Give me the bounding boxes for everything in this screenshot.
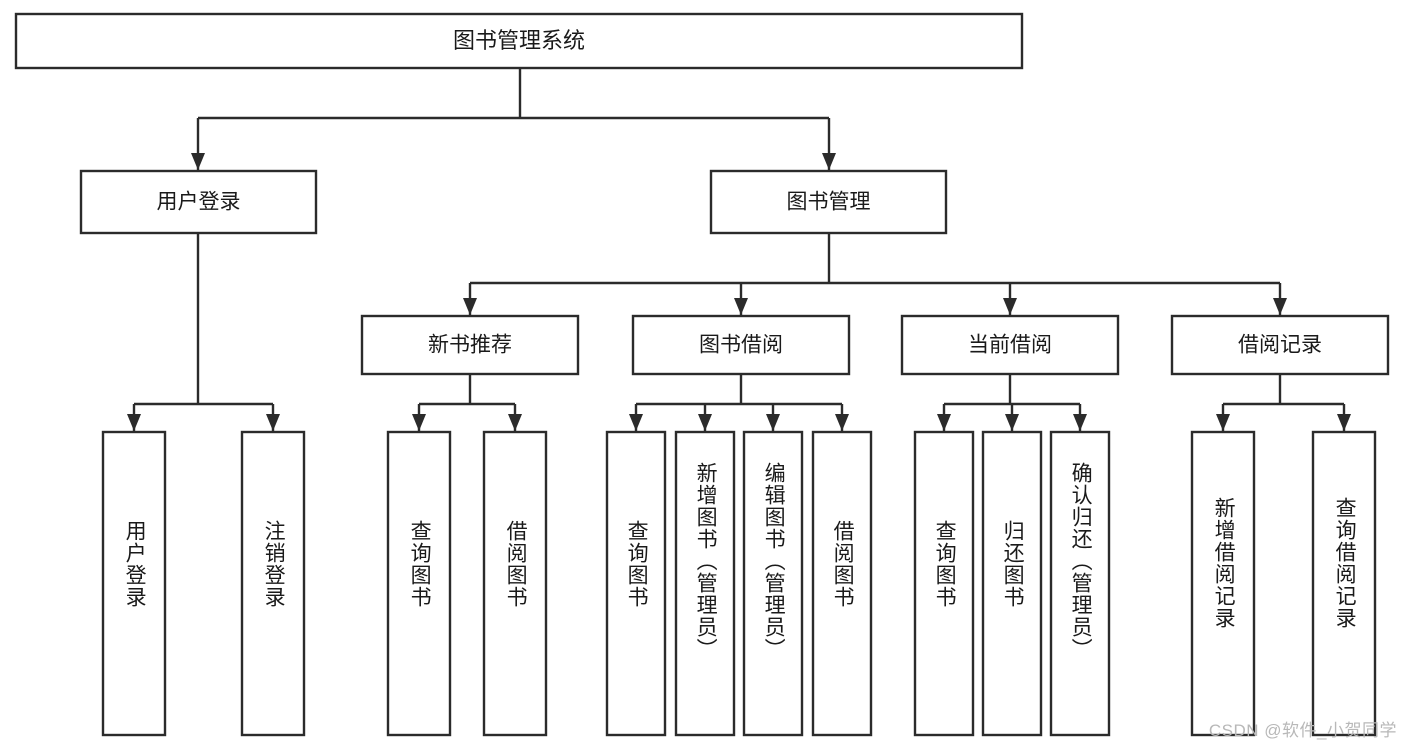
arrow-head-icon [698, 414, 712, 431]
arrow-head-icon [1005, 414, 1019, 431]
arrow-head-icon [734, 298, 748, 315]
arrow-head-icon [1273, 298, 1287, 315]
level3-node-label: 当前借阅 [968, 334, 1052, 357]
root-node-label: 图书管理系统 [453, 28, 585, 53]
level2-node-box[interactable] [79, 169, 318, 235]
arrow-head-icon [1073, 414, 1087, 431]
level3-node-label: 新书推荐 [428, 334, 512, 357]
level2-node-label: 图书管理 [787, 191, 871, 214]
level2-node-label: 用户登录 [157, 191, 241, 214]
leaf-node-box[interactable] [742, 430, 804, 737]
arrow-head-icon [1337, 414, 1351, 431]
leaf-node-box[interactable] [101, 430, 167, 737]
leaf-node-box[interactable] [605, 430, 667, 737]
arrow-head-icon [1216, 414, 1230, 431]
leaf-node-box[interactable] [386, 430, 452, 737]
arrow-head-icon [508, 414, 522, 431]
level3-node-box[interactable] [1170, 314, 1390, 376]
level3-node-label: 图书借阅 [699, 334, 783, 357]
leaf-node-box[interactable] [913, 430, 975, 737]
leaf-node-box[interactable] [1190, 430, 1256, 737]
arrow-head-icon [127, 414, 141, 431]
node-box-layer [14, 12, 1390, 737]
level3-node-box[interactable] [900, 314, 1120, 376]
arrow-head-icon [463, 298, 477, 315]
leaf-node-box[interactable] [674, 430, 736, 737]
leaf-node-box[interactable] [1311, 430, 1377, 737]
level2-node-box[interactable] [709, 169, 948, 235]
leaf-node-box[interactable] [811, 430, 873, 737]
watermark: CSDN @软件_小贺同学 [1208, 721, 1397, 740]
arrow-head-icon [191, 153, 205, 170]
leaf-node-box[interactable] [240, 430, 306, 737]
leaf-node-box[interactable] [1049, 430, 1111, 737]
arrow-head-icon [822, 153, 836, 170]
level3-node-box[interactable] [360, 314, 580, 376]
level3-node-box[interactable] [631, 314, 851, 376]
level3-node-label: 借阅记录 [1238, 334, 1322, 357]
root-node-box[interactable] [14, 12, 1024, 70]
arrow-head-icon [937, 414, 951, 431]
arrow-head-icon [412, 414, 426, 431]
arrow-head-icon [1003, 298, 1017, 315]
arrow-head-icon [266, 414, 280, 431]
leaf-node-box[interactable] [482, 430, 548, 737]
arrow-head-icon [629, 414, 643, 431]
arrow-head-icon [766, 414, 780, 431]
leaf-node-box[interactable] [981, 430, 1043, 737]
arrow-head-icon [835, 414, 849, 431]
connector-layer [127, 68, 1351, 431]
